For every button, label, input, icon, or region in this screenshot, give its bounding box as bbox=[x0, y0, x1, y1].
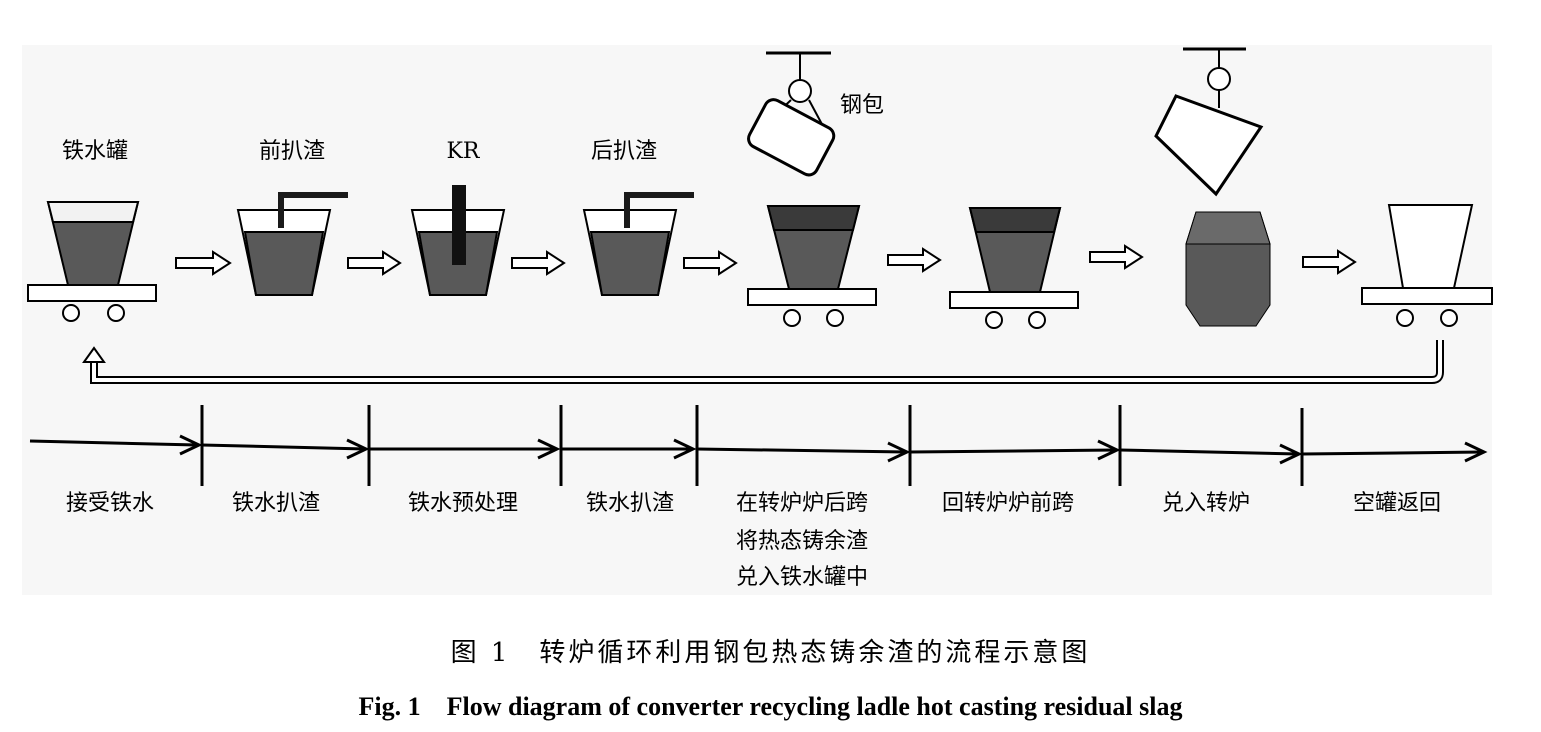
stage-label-empty-return: 空罐返回 bbox=[1353, 491, 1441, 516]
label-hot-metal-ladle: 铁水罐 bbox=[62, 139, 128, 164]
deslag-rake bbox=[624, 192, 694, 228]
label-rear-deslag: 后扒渣 bbox=[591, 139, 657, 164]
crane-hook-1 bbox=[766, 51, 831, 129]
flow-arrow bbox=[887, 247, 942, 273]
steel-ladle bbox=[747, 98, 836, 177]
label-front-deslag: 前扒渣 bbox=[259, 139, 325, 164]
stage-label-pour-slag-line-3: 兑入铁水罐中 bbox=[736, 565, 868, 590]
flow-arrow bbox=[347, 250, 402, 276]
rear-deslag-ladle bbox=[582, 192, 694, 296]
label-steel-ladle: 钢包 bbox=[840, 93, 884, 118]
receiving-ladle-car bbox=[747, 205, 877, 327]
converter-mouth bbox=[1185, 211, 1271, 245]
label-kr: KR bbox=[447, 139, 481, 164]
figure-caption-cn: 图 1 转炉循环利用钢包热态铸余渣的流程示意图 bbox=[450, 638, 1091, 668]
stage-label-deslag-2: 铁水扒渣 bbox=[586, 491, 674, 516]
flow-arrow bbox=[1089, 244, 1144, 270]
empty-ladle-car bbox=[1361, 204, 1493, 327]
return-loop-arrowhead bbox=[82, 346, 106, 363]
stage-label-return-front: 回转炉炉前跨 bbox=[942, 491, 1074, 516]
stage-label-pretreatment: 铁水预处理 bbox=[408, 491, 518, 516]
kr-ladle bbox=[410, 185, 506, 296]
flow-arrow bbox=[175, 250, 232, 276]
process-timeline bbox=[29, 405, 1488, 486]
return-loop-arrow bbox=[92, 340, 1442, 382]
figure-caption-en: Fig. 1 Flow diagram of converter recycli… bbox=[358, 692, 1183, 721]
hot-metal-ladle-car bbox=[27, 201, 157, 322]
stage-label-pour-slag-line-1: 在转炉炉后跨 bbox=[736, 491, 868, 516]
crane-hook-2 bbox=[1183, 47, 1246, 108]
return-ladle-car bbox=[949, 207, 1079, 329]
kr-stirrer bbox=[452, 185, 466, 265]
tilted-ladle bbox=[1154, 94, 1264, 197]
flow-arrow bbox=[511, 250, 566, 276]
stage-label-receive-hot-metal: 接受铁水 bbox=[66, 491, 154, 516]
stage-label-deslag-1: 铁水扒渣 bbox=[232, 491, 320, 516]
stage-label-charge-converter: 兑入转炉 bbox=[1162, 491, 1250, 516]
front-deslag-ladle bbox=[236, 192, 348, 296]
flow-arrow bbox=[1302, 249, 1357, 275]
flow-arrow bbox=[683, 250, 738, 276]
stage-label-pour-slag-line-2: 将热态铸余渣 bbox=[736, 529, 868, 554]
deslag-rake bbox=[278, 192, 348, 228]
